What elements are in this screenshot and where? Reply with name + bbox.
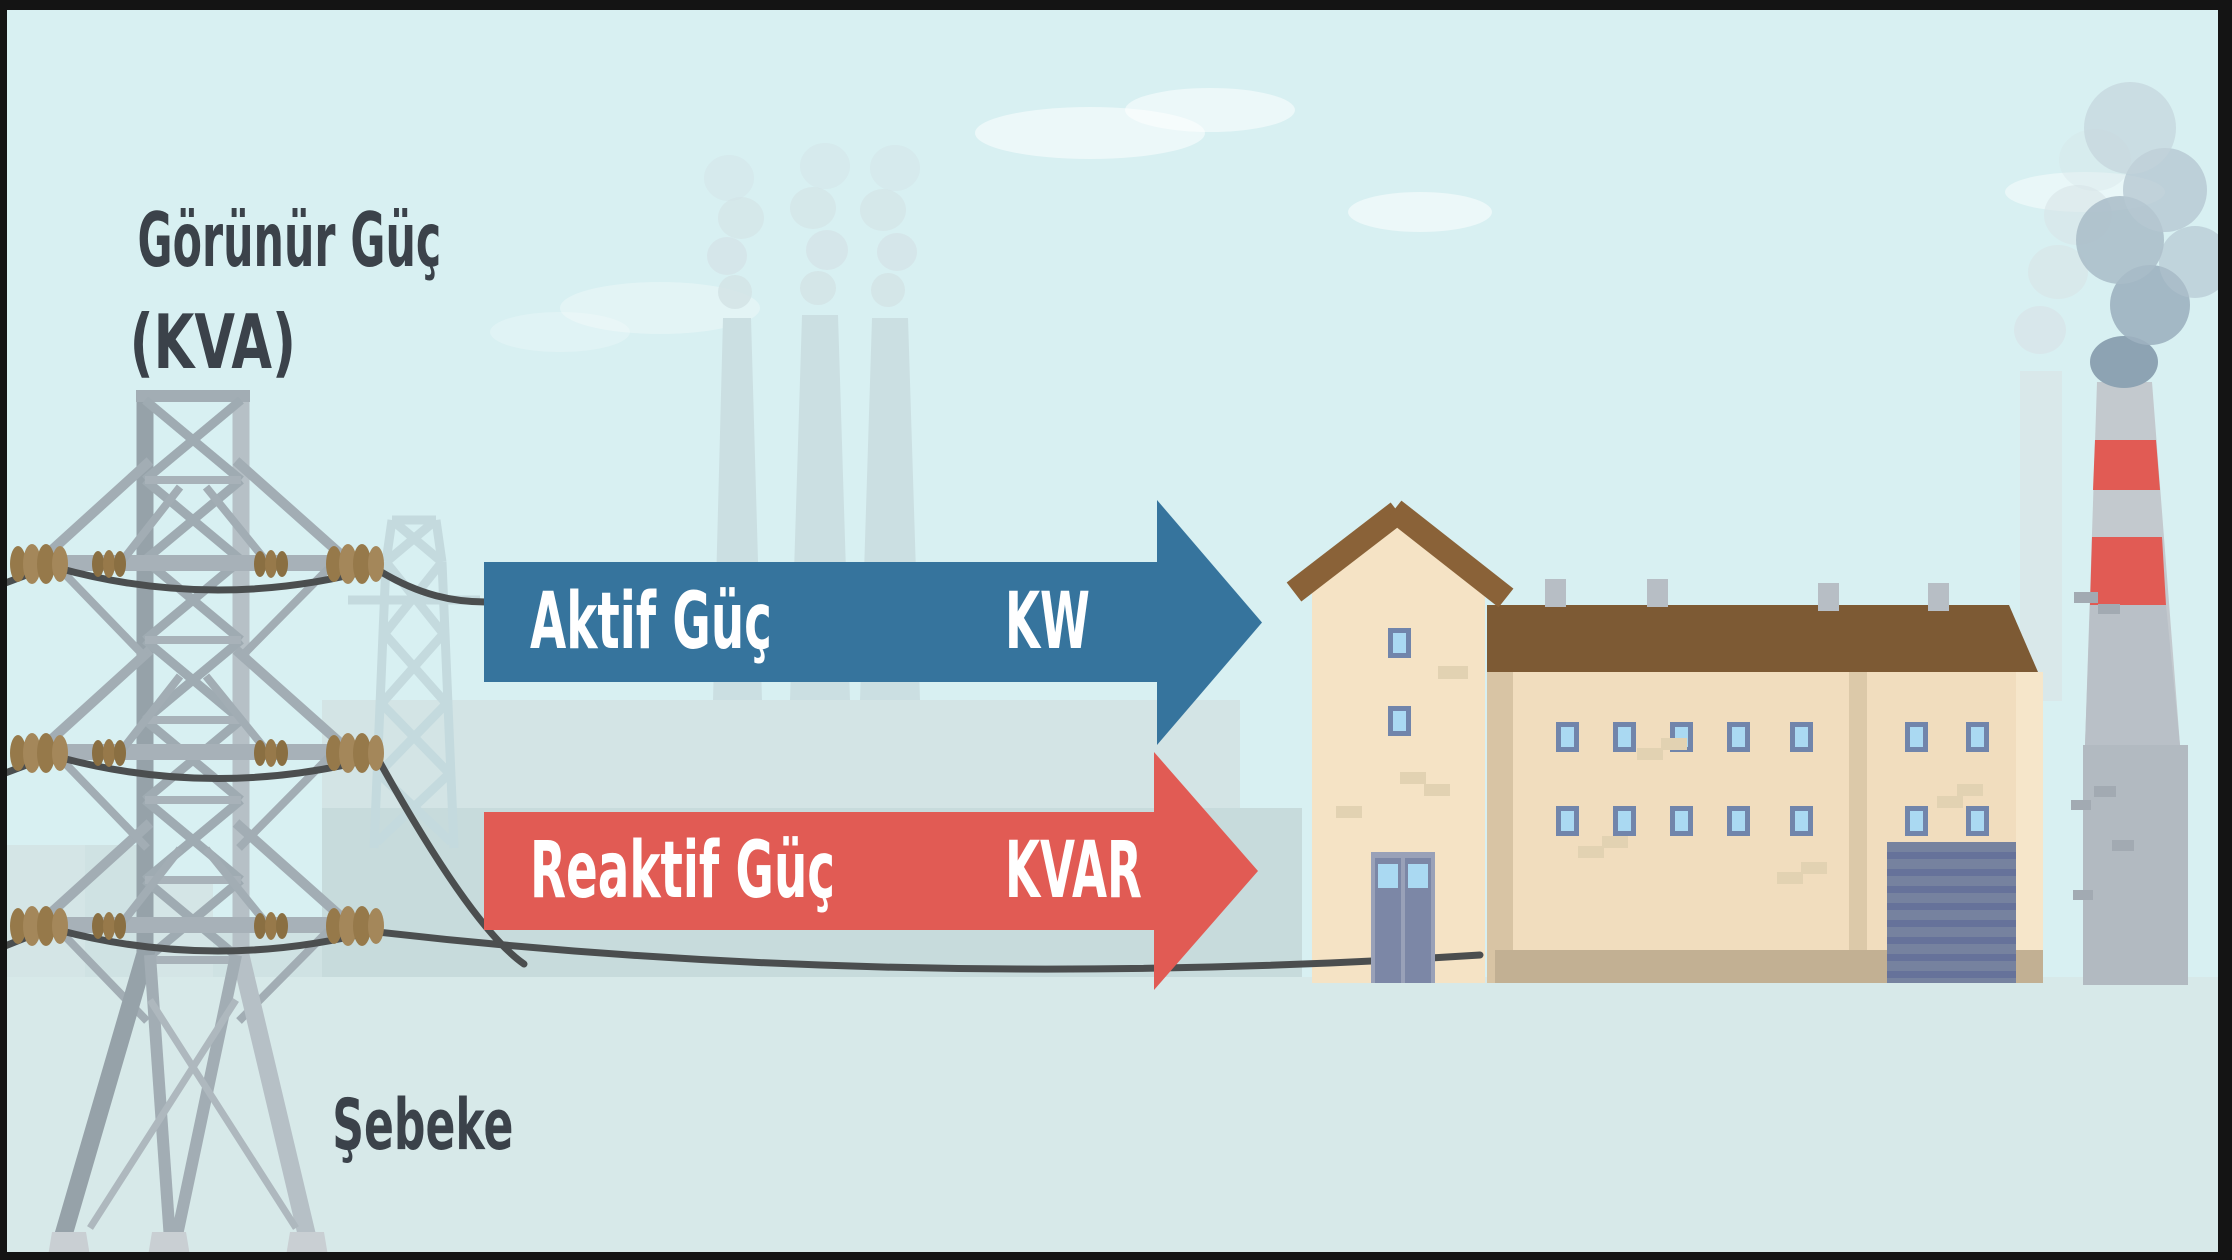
active-power-unit: KW: [1005, 577, 1090, 667]
factory-window: [1966, 806, 1989, 836]
apparent-power-unit: (KVA): [129, 298, 297, 386]
brick-detail: [1578, 846, 1604, 858]
factory-window: [1790, 722, 1813, 752]
factory-house: [1286, 500, 1514, 983]
factory-window: [1556, 722, 1579, 752]
roof-chimney: [1647, 579, 1668, 607]
active-power-label: Aktif Güç: [530, 577, 772, 667]
smokestack: [2083, 382, 2188, 985]
reactive-power-unit: KVAR: [1005, 826, 1142, 916]
faint-chimney: [2020, 371, 2062, 701]
factory-window: [1613, 806, 1636, 836]
background-tower-silhouette: [348, 515, 480, 849]
factory-window: [1670, 806, 1693, 836]
factory-window: [1905, 806, 1928, 836]
roof-chimney: [1818, 583, 1839, 611]
reactive-power-arrow: Reaktif Güç KVAR: [484, 812, 1155, 930]
brick-detail: [2074, 592, 2098, 603]
factory-window: [1790, 806, 1813, 836]
background-smoke: [704, 143, 920, 309]
garage-door: [1887, 842, 2016, 983]
smokestack-smoke: [2076, 82, 2231, 388]
brick-detail: [2094, 786, 2116, 797]
door-right-glass: [1408, 864, 1428, 888]
brick-detail: [1801, 862, 1827, 874]
factory-window: [1727, 722, 1750, 752]
brick-detail: [1637, 748, 1663, 760]
factory-window: [1613, 722, 1636, 752]
ground: [0, 977, 2232, 1260]
brick-detail: [1957, 784, 1983, 796]
grid-label: Şebeke: [332, 1084, 514, 1166]
brick-detail: [2112, 840, 2134, 851]
brick-detail: [1661, 738, 1687, 750]
brick-detail: [1937, 796, 1963, 808]
transmission-tower: [16, 390, 372, 1243]
factory-window: [1905, 722, 1928, 752]
door-right-panel: [1405, 858, 1431, 983]
factory-window: [1966, 722, 1989, 752]
tower-footings: [48, 1232, 328, 1256]
brick-detail: [1336, 806, 1362, 818]
brick-detail: [1424, 784, 1450, 796]
door-left-panel: [1375, 858, 1401, 983]
factory-window: [1727, 806, 1750, 836]
factory-window: [1388, 706, 1411, 736]
brick-detail: [1602, 836, 1628, 848]
insulators: [10, 544, 384, 946]
reactive-power-label: Reaktif Güç: [530, 826, 836, 916]
active-power-arrow: Aktif Güç KW: [484, 562, 1158, 682]
brick-detail: [1777, 872, 1803, 884]
apparent-power-title: Görünür Güç: [137, 196, 442, 284]
factory-door: [1371, 852, 1435, 983]
door-left-glass: [1378, 864, 1398, 888]
brick-detail: [2073, 890, 2093, 900]
factory-window: [1388, 628, 1411, 658]
brick-detail: [2098, 604, 2120, 614]
roof-chimney: [1545, 579, 1566, 607]
brick-detail: [2071, 800, 2091, 810]
factory-window: [1556, 806, 1579, 836]
brick-detail: [1400, 772, 1426, 784]
brick-detail: [1438, 666, 1468, 679]
roof-chimney: [1928, 583, 1949, 611]
